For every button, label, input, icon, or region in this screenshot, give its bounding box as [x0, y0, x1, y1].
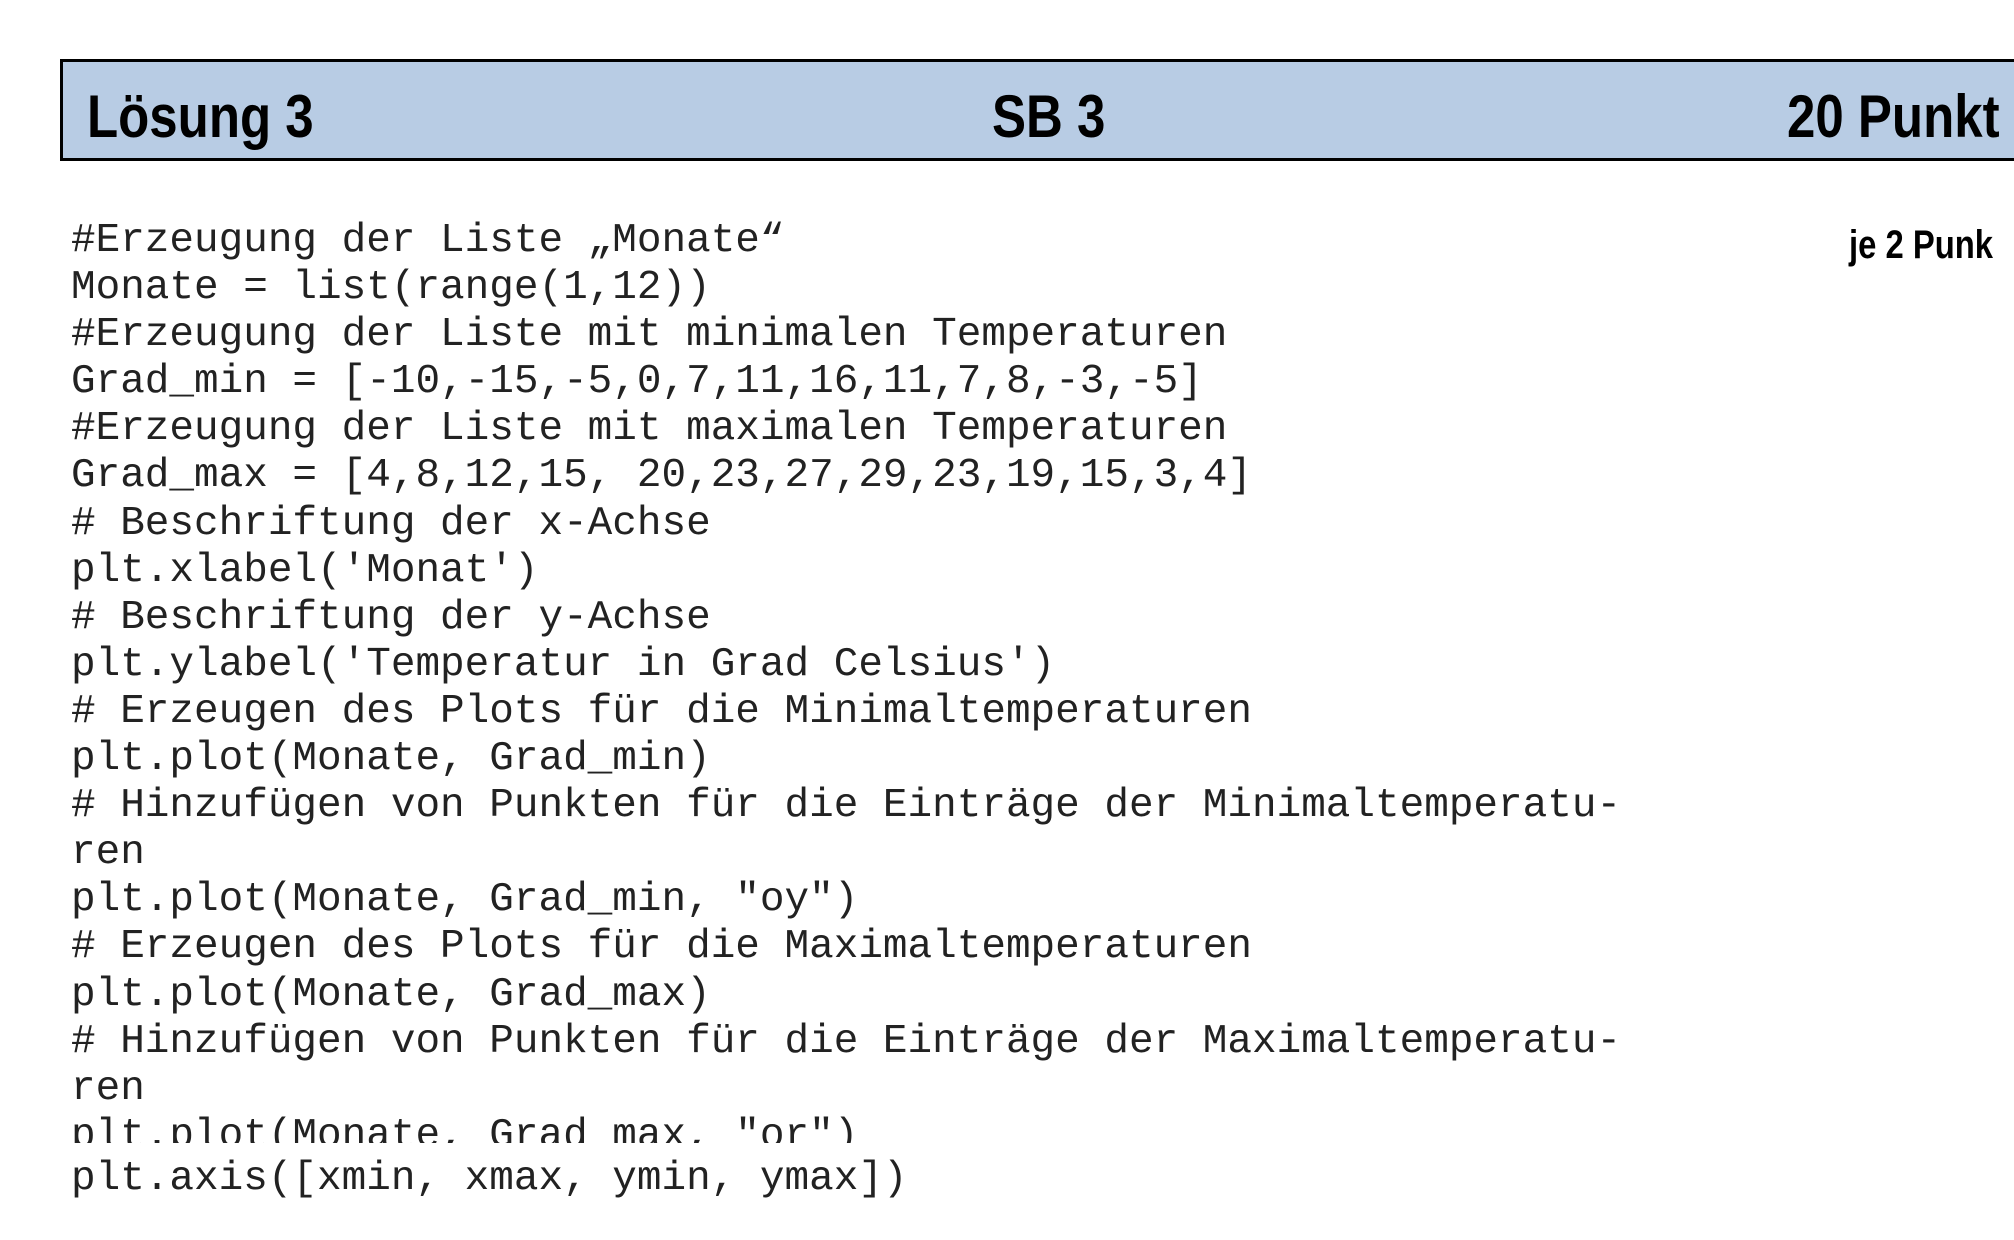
code-line: # Erzeugen des Plots für die Maximaltemp…: [71, 924, 1252, 971]
section-header: Lösung 3 SB 3 20 Punkt: [60, 59, 2014, 161]
code-line: plt.plot(Monate, Grad_max): [71, 971, 711, 1018]
code-line-clipped: plt.plot(Monate, Grad_max, "or"): [71, 1112, 859, 1143]
code-line: plt.xlabel('Monat'): [71, 547, 539, 594]
code-line: Grad_max = [4,8,12,15, 20,23,27,29,23,19…: [71, 453, 1252, 500]
code-line: Grad_min = [-10,-15,-5,0,7,11,16,11,7,8,…: [71, 359, 1203, 406]
code-line: ren: [71, 830, 145, 877]
code-line: # Beschriftung der y-Achse: [71, 594, 711, 641]
code-line-axis: plt.axis([xmin, xmax, ymin, ymax]): [71, 1156, 908, 1202]
code-line: Monate = list(range(1,12)): [71, 265, 711, 312]
code-line: plt.plot(Monate, Grad_min, "oy"): [71, 877, 859, 924]
code-line: #Erzeugung der Liste „Monate“: [71, 218, 785, 264]
sb-label: SB 3: [992, 83, 1106, 150]
code-line: #Erzeugung der Liste mit maximalen Tempe…: [71, 406, 1228, 453]
code-line: # Beschriftung der x-Achse: [71, 500, 711, 547]
code-line: ren: [71, 1065, 145, 1112]
solution-title: Lösung 3: [87, 83, 314, 150]
code-line: # Hinzufügen von Punkten für die Einträg…: [71, 783, 1622, 830]
code-line: # Hinzufügen von Punkten für die Einträg…: [71, 1018, 1622, 1065]
points-per-item-note: je 2 Punk: [1849, 223, 1994, 267]
code-line: #Erzeugung der Liste mit minimalen Tempe…: [71, 312, 1228, 359]
code-line: # Erzeugen des Plots für die Minimaltemp…: [71, 688, 1252, 735]
code-line: plt.plot(Monate, Grad_min): [71, 736, 711, 783]
code-line: plt.ylabel('Temperatur in Grad Celsius'): [71, 641, 1056, 688]
code-block: #Erzeugung der Liste „Monate“ Monate = l…: [71, 218, 1771, 1148]
points-total: 20 Punkt: [1787, 83, 2000, 150]
